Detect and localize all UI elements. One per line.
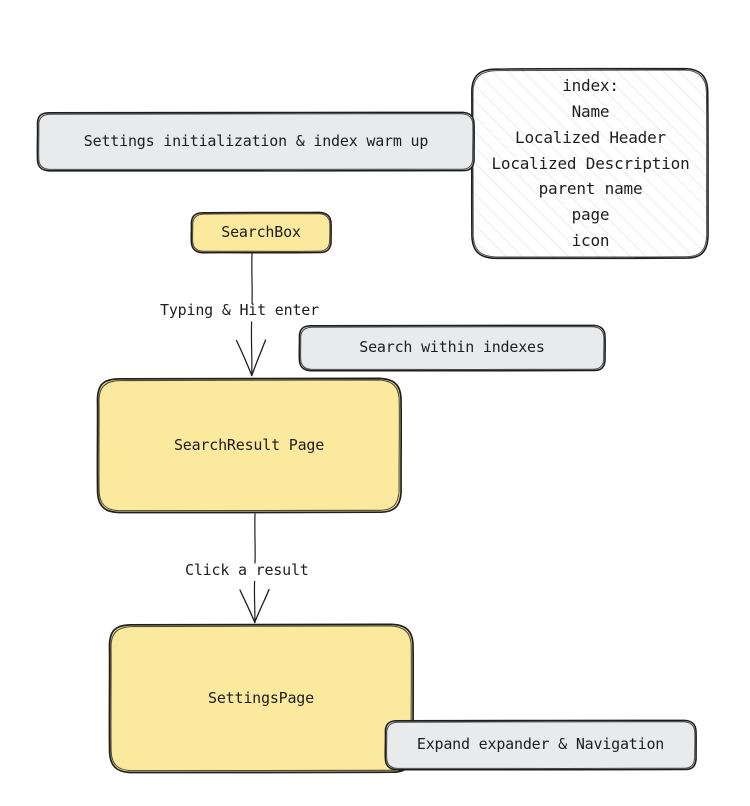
node-settings-initialization[interactable] [38,112,474,171]
edge-label-typing-hit-enter: Typing & Hit enter [160,301,319,319]
node-search-result-page[interactable] [97,378,401,513]
node-index-schema[interactable] [472,68,709,259]
node-settings-page[interactable] [109,624,413,773]
node-search-within-indexes[interactable] [299,325,605,371]
node-expand-navigation[interactable] [385,720,696,770]
edge-label-click-a-result: Click a result [185,561,309,579]
node-search-box[interactable] [191,212,331,253]
